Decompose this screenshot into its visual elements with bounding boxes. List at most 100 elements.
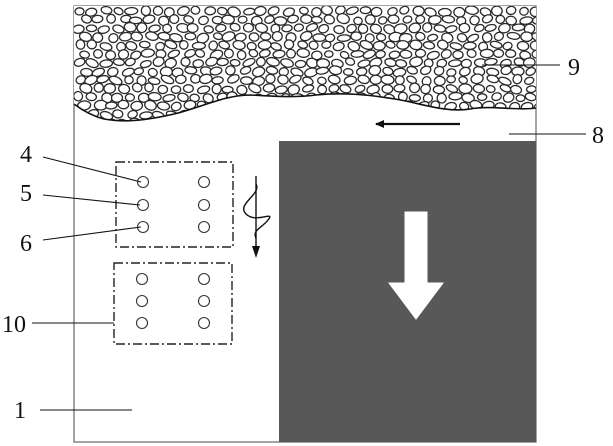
pebble [360,7,371,14]
sensor-point [137,318,148,329]
wave-arrow-icon [244,176,270,258]
pebble [75,8,84,16]
pebble [367,110,376,118]
label-6: 6 [20,231,32,257]
pebble [433,85,445,94]
pebble [243,23,253,32]
pebble [365,14,376,24]
pebble [295,117,308,129]
leader-line-5 [43,195,140,205]
sensor-array-upper [138,177,210,233]
pebble [508,119,518,127]
leader-line-6 [43,227,141,240]
pebble [392,110,403,120]
pebble [125,76,134,84]
leader-line-4 [43,157,141,182]
pebble [477,94,486,101]
pebble [190,117,205,130]
pebble [324,51,333,58]
pebble [171,86,181,94]
pebble [274,109,285,118]
pebble [105,50,116,60]
pebble [259,110,271,118]
pebble [397,41,409,50]
pebble [338,100,352,112]
pebble [482,109,494,119]
label-9: 9 [568,55,580,81]
pebble [258,40,272,50]
pebble [419,109,428,117]
pebble [105,102,117,110]
pebble [191,6,201,15]
pebble [183,119,193,127]
pebble [212,16,222,24]
pebble [388,15,399,23]
sensor-point [199,222,210,233]
pebble [118,100,129,109]
pebble [125,94,134,102]
pebble [272,117,284,129]
pebble [479,117,493,128]
pebble [494,117,507,126]
label-8: 8 [592,123,604,149]
pebble [219,109,233,121]
pebble [415,49,425,57]
pebble [314,102,325,111]
pebble [301,15,312,24]
pebble [232,110,243,121]
pebble [276,102,287,110]
pebble [521,32,533,42]
sensor-point [199,200,210,211]
pebble [459,84,472,94]
pebble [394,84,405,92]
pebble [260,32,271,40]
pebble [313,110,323,119]
pebble [526,85,536,93]
pebble-layer [72,4,547,130]
pebble [333,25,344,34]
sensor-point [137,296,148,307]
pebble [141,6,151,16]
pebble [370,75,382,85]
pebble [243,118,257,131]
pebble [311,119,321,128]
pebble [352,100,364,109]
label-1: 1 [14,398,26,424]
pebble [266,74,276,83]
pebble [343,68,353,75]
pebble [350,109,362,120]
pebble [284,40,294,50]
pebble [153,6,163,16]
pebble [362,118,374,127]
pebble [192,42,205,49]
pebble [516,95,525,102]
pebble [480,49,493,58]
sensor-point [199,177,210,188]
pebble [459,23,470,33]
pebble [377,111,388,119]
pebble [222,15,235,24]
pebble [512,24,525,31]
pebble [217,58,229,66]
label-5: 5 [20,181,32,207]
pebble [207,111,218,120]
pebble [185,33,196,40]
pebble [169,14,179,23]
pebble [282,24,293,32]
pebble [94,83,103,92]
pebble [453,50,464,59]
sensor-point [199,274,210,285]
pebble [301,100,312,110]
pebble [267,93,278,101]
pebble [224,49,234,59]
pebble [257,119,271,129]
pebble [453,7,465,18]
sensor-array-lower [137,274,210,329]
pebble [447,76,456,83]
pebble [449,92,462,100]
pebble [467,108,480,119]
pebble [335,119,346,129]
pebble [263,83,275,92]
pebble [295,60,306,68]
